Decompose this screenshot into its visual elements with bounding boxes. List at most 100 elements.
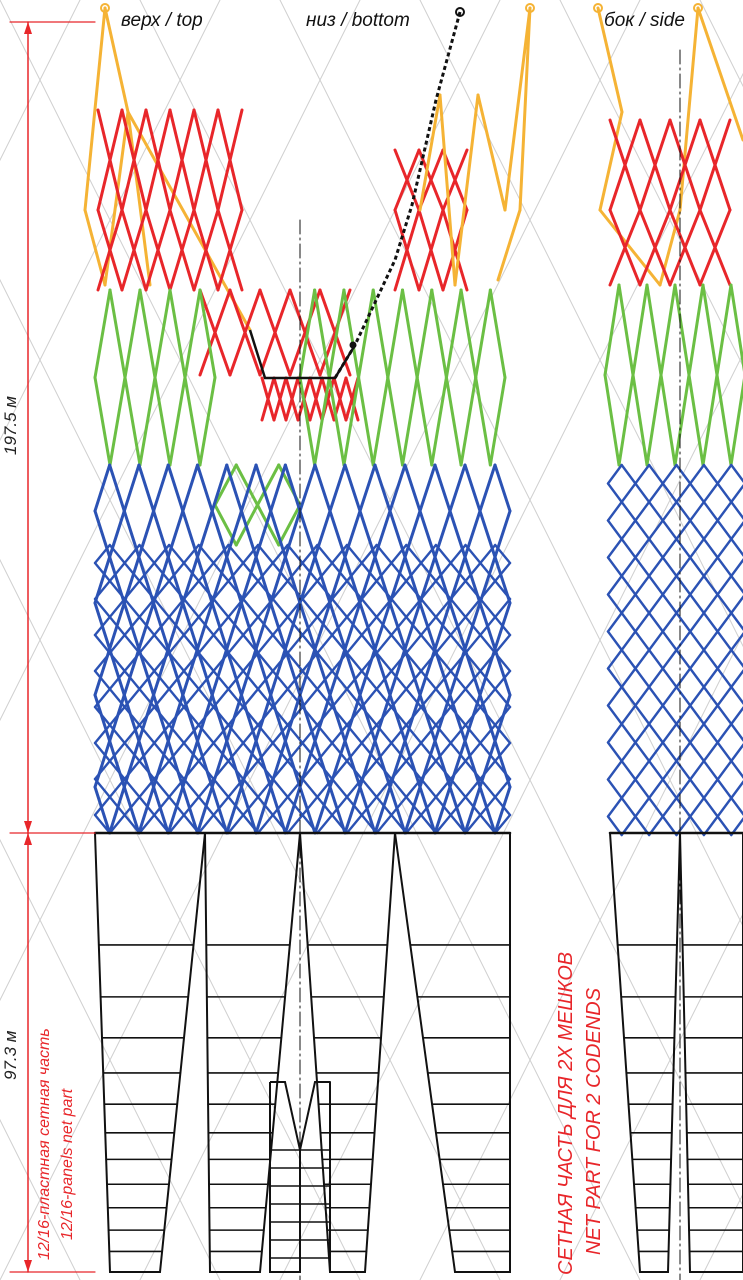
blue-mesh-line: [153, 705, 171, 727]
blue-mesh-line: [689, 463, 706, 485]
blue-mesh-line: [716, 593, 733, 615]
blue-mesh-line: [493, 463, 512, 513]
blue-mesh-line: [493, 785, 512, 835]
blue-mesh-line: [343, 647, 362, 697]
blue-mesh-line: [360, 777, 378, 799]
blue-mesh-line: [702, 796, 719, 818]
blue-mesh-line: [93, 597, 112, 619]
blue-mesh-line: [375, 561, 393, 583]
blue-mesh-line: [167, 813, 186, 835]
blue-mesh-line: [647, 796, 664, 818]
blue-mesh-line: [225, 739, 243, 789]
blue-mesh-line: [196, 509, 214, 559]
red-mesh-line: [272, 376, 288, 422]
blue-mesh-line: [108, 509, 126, 559]
blue-mesh-line: [730, 743, 743, 763]
green-mesh-line: [93, 288, 112, 379]
orange-mesh-line: [678, 6, 700, 212]
blue-mesh-line: [330, 723, 349, 745]
blue-mesh-line: [301, 777, 319, 799]
blue-mesh-line: [390, 651, 408, 673]
blue-mesh-line: [316, 561, 334, 583]
blue-mesh-line: [493, 543, 512, 565]
blue-mesh-line: [390, 669, 408, 691]
blue-mesh-line: [606, 537, 623, 559]
green-mesh-line: [673, 283, 691, 377]
blue-mesh-line: [196, 785, 214, 835]
blue-mesh-line: [661, 722, 678, 744]
green-mesh-line: [183, 376, 202, 467]
blue-mesh-line: [271, 651, 289, 673]
blue-mesh-line: [405, 561, 423, 583]
green-mesh-line: [415, 288, 434, 379]
blue-mesh-line: [375, 597, 393, 619]
blue-mesh-line: [108, 777, 126, 799]
blue-mesh-line: [108, 813, 126, 835]
blue-mesh-line: [702, 667, 719, 689]
blue-mesh-line: [434, 777, 452, 799]
blue-mesh-line: [403, 739, 422, 789]
blue-mesh-line: [689, 611, 706, 633]
blue-mesh-line: [702, 463, 719, 485]
blue-mesh-line: [138, 759, 156, 781]
blue-mesh-line: [313, 463, 332, 513]
blue-mesh-line: [330, 615, 349, 637]
blue-mesh-line: [493, 509, 512, 559]
blue-mesh-line: [661, 537, 678, 559]
blue-mesh-line: [197, 615, 215, 637]
blue-mesh-line: [375, 651, 393, 673]
blue-mesh-line: [730, 484, 743, 504]
codend-panel: [393, 832, 511, 1273]
blue-mesh-line: [345, 615, 363, 637]
blue-mesh-line: [227, 777, 245, 799]
codend-panel: [608, 832, 682, 1273]
blue-mesh-line: [419, 597, 438, 619]
blue-mesh-line: [405, 615, 423, 637]
green-mesh-line: [313, 288, 331, 379]
red-mesh-line: [120, 108, 148, 212]
blue-mesh-line: [271, 687, 289, 709]
blue-mesh-line: [269, 693, 287, 743]
green-mesh-line: [617, 283, 635, 377]
blue-mesh-line: [360, 615, 378, 637]
blue-mesh-line: [298, 601, 317, 651]
blue-mesh-line: [182, 777, 200, 799]
blue-mesh-line: [360, 579, 378, 601]
dimension-arrow: [24, 833, 32, 845]
blue-mesh-line: [167, 651, 186, 673]
blue-mesh-line: [405, 669, 423, 691]
blue-mesh-line: [479, 813, 497, 835]
blue-mesh-line: [390, 705, 408, 727]
blue-mesh-line: [301, 723, 319, 745]
blue-mesh-line: [419, 579, 438, 601]
blue-mesh-line: [689, 667, 706, 689]
blue-mesh-line: [138, 615, 156, 637]
green-mesh-line: [298, 376, 317, 467]
blue-mesh-line: [316, 651, 334, 673]
blue-mesh-line: [197, 651, 215, 673]
blue-mesh-line: [167, 723, 186, 745]
blue-mesh-line: [493, 561, 512, 583]
blue-mesh-line: [345, 651, 363, 673]
blue-mesh-line: [730, 537, 743, 557]
blue-mesh-line: [108, 597, 126, 619]
orange-mesh-line: [83, 208, 107, 287]
blue-mesh-line: [479, 579, 497, 601]
codend-panel: [298, 832, 397, 1273]
blue-mesh-line: [197, 723, 215, 745]
blue-mesh-line: [449, 651, 467, 673]
blue-mesh-line: [271, 759, 289, 781]
blue-mesh-line: [242, 795, 260, 817]
blue-mesh-line: [479, 651, 497, 673]
blue-mesh-line: [449, 741, 467, 763]
blue-mesh-line: [212, 687, 230, 709]
blue-mesh-line: [210, 693, 229, 743]
blue-mesh-line: [390, 741, 408, 763]
blue-mesh-line: [345, 597, 363, 619]
green-mesh-line: [327, 376, 346, 467]
blue-mesh-line: [419, 777, 438, 799]
blue-mesh-line: [716, 685, 733, 707]
blue-mesh-line: [373, 463, 392, 513]
green-mesh-line: [701, 373, 719, 467]
blue-mesh-line: [269, 555, 287, 605]
